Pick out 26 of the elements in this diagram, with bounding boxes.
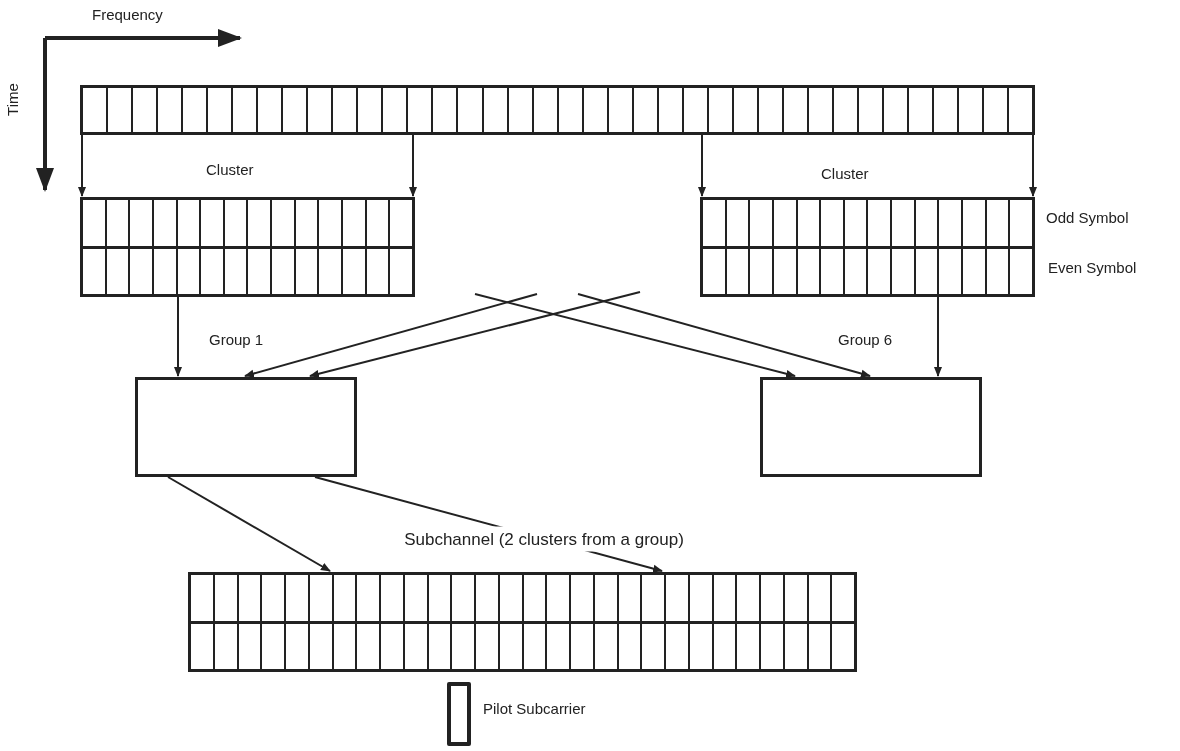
arrow	[409, 134, 417, 197]
arrow	[174, 296, 182, 377]
group-box	[760, 377, 982, 477]
cluster-label: Cluster	[206, 162, 254, 177]
arrow	[309, 291, 641, 378]
subcarrier-grid	[80, 197, 415, 297]
axis-label: Frequency	[92, 7, 163, 22]
arrow	[698, 134, 706, 197]
arrow	[1029, 134, 1037, 197]
subcarrier-grid	[80, 85, 1035, 135]
group-label: Group 6	[838, 332, 893, 347]
arrow	[167, 476, 331, 572]
row-label: Odd Symbol	[1046, 210, 1129, 225]
subcarrier-grid	[188, 572, 857, 672]
arrow	[244, 293, 538, 378]
arrow	[78, 134, 86, 197]
arrow	[934, 296, 942, 377]
arrow	[474, 293, 796, 378]
row-label: Even Symbol	[1048, 260, 1137, 275]
group-label: Group 1	[209, 332, 264, 347]
group-box	[135, 377, 357, 477]
axis-label: Time	[4, 83, 20, 116]
cluster-label: Cluster	[821, 166, 869, 181]
subcarrier-grid	[700, 197, 1035, 297]
legend-label: Pilot Subcarrier	[483, 698, 586, 719]
arrow	[577, 293, 871, 378]
